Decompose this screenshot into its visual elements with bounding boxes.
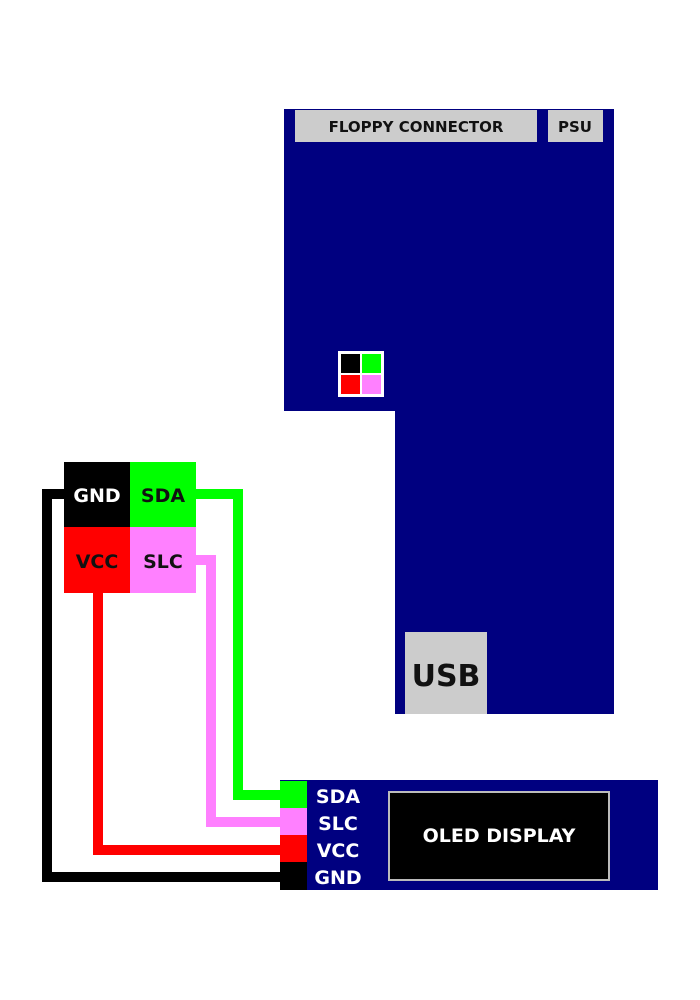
psu-connector: [548, 110, 603, 142]
board-pin-slc: [362, 375, 381, 394]
connector-pin-vcc: [64, 527, 130, 593]
connector-label-vcc: VCC: [76, 551, 119, 573]
wire-vcc: [93, 593, 282, 855]
oled-pin-gnd: [280, 862, 307, 890]
usb-port: [405, 632, 487, 714]
oled-pin-vcc: [280, 835, 307, 862]
floppy-connector: [295, 110, 537, 142]
connector-pin-sda: [130, 462, 196, 527]
oled-pin-slc: [280, 808, 307, 835]
board-header-pins: [338, 351, 384, 397]
board-pin-vcc: [341, 375, 360, 394]
oled-module: SDA SLC VCC GND OLED DISPLAY: [280, 780, 658, 890]
oled-label-slc: SLC: [318, 813, 358, 835]
connector-pin-gnd: [64, 462, 130, 527]
connector-pin-slc: [130, 527, 196, 593]
board-outline: [284, 109, 614, 714]
oled-label-sda: SDA: [316, 786, 360, 808]
psu-label: PSU: [558, 118, 592, 136]
connector-label-gnd: GND: [73, 485, 120, 507]
board-pin-sda: [362, 354, 381, 373]
connector-label-sda: SDA: [141, 485, 185, 507]
header-connector: GND SDA VCC SLC: [64, 462, 196, 593]
wire-slc: [196, 555, 282, 827]
usb-label: USB: [412, 659, 481, 694]
board-pin-gnd: [341, 354, 360, 373]
oled-label-gnd: GND: [314, 867, 361, 889]
oled-display-label: OLED DISPLAY: [423, 825, 576, 847]
wire-sda: [196, 489, 282, 800]
wire-gnd: [42, 489, 282, 882]
connector-label-slc: SLC: [143, 551, 183, 573]
controller-board: FLOPPY CONNECTOR PSU USB: [284, 109, 614, 714]
floppy-connector-label: FLOPPY CONNECTOR: [329, 118, 504, 136]
oled-screen: [388, 791, 610, 881]
wires: [42, 489, 282, 882]
oled-pin-sda: [280, 781, 307, 808]
oled-label-vcc: VCC: [317, 840, 360, 862]
